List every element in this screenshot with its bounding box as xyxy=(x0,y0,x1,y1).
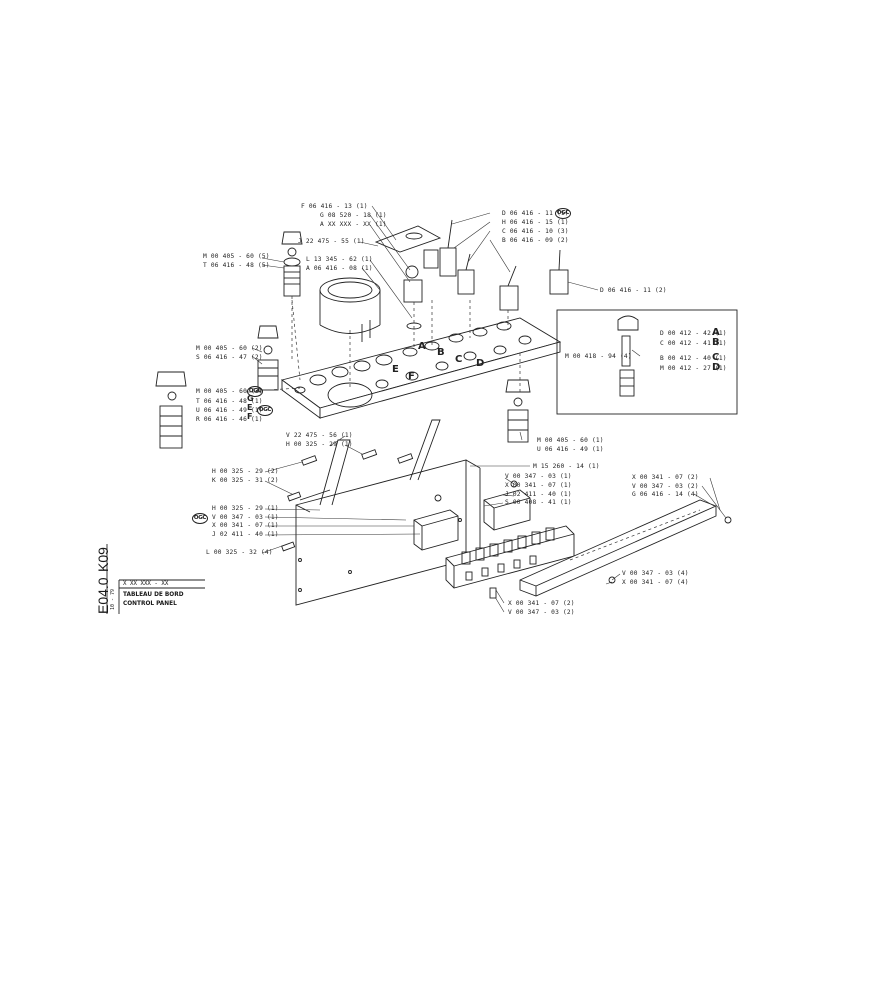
control-panel-plate xyxy=(280,317,562,419)
label-x00-341-07-c: X 00 341 - 07 (2) xyxy=(632,474,699,481)
label-d06-416-11-2: D 06 416 - 11 (2) xyxy=(600,287,667,294)
inset-letter-b: B xyxy=(712,337,720,348)
relay-left xyxy=(413,509,459,551)
label-f06-416-13: F 06 416 - 13 (1) xyxy=(301,203,368,210)
title-block: K09 E04.0 10 - 79 X XX XXX - XX TABLEAU … xyxy=(95,544,205,614)
toggle-switches xyxy=(423,219,569,330)
label-j02-411-40-a: J 02 411 - 40 (1) xyxy=(212,531,279,538)
label-v00-347-03-c: V 00 347 - 03 (2) xyxy=(632,483,699,490)
gauge-cylinder xyxy=(319,277,381,342)
board-letter-f2: F xyxy=(247,412,253,421)
label-l00-325-32: L 00 325 - 32 (4) xyxy=(206,549,273,556)
label-v00-347-03-d: V 00 347 - 03 (4) xyxy=(622,570,689,577)
label-u06-416-49: U 06 416 - 49 (1) xyxy=(196,407,263,414)
revision-date: 10 - 79 xyxy=(110,588,116,610)
label-r06-416-46: R 06 416 - 46 (1) xyxy=(196,416,263,423)
label-s06-416-47: S 06 416 - 47 (2) xyxy=(196,354,263,361)
ogc-mark: OGC xyxy=(257,405,273,416)
board-letter-b: B xyxy=(437,347,445,358)
label-x00-341-07-d: X 00 341 - 07 (4) xyxy=(622,579,689,586)
lower-bracket-panel xyxy=(295,419,481,606)
label-x00-341-07-a: X 00 341 - 07 (1) xyxy=(212,522,279,529)
inset-letter-d: D xyxy=(712,362,721,373)
label-t06-416-48-1: T 06 416 - 48 (1) xyxy=(196,398,263,405)
board-letter-a: A xyxy=(418,341,426,352)
indicator-lamp-right xyxy=(505,379,531,443)
label-m00-405-60-1: M 00 405 - 60 (1) xyxy=(537,437,604,444)
key-switch xyxy=(374,225,442,350)
warning-lamp-left xyxy=(155,371,187,449)
label-axx: A XX XXX - XX (1) xyxy=(320,221,387,228)
label-s00-408-41: S 00 408 - 41 (1) xyxy=(505,499,572,506)
label-c00-412-41: C 00 412 - 41 (1) xyxy=(660,340,727,347)
label-m15-260-14: M 15 260 - 14 (1) xyxy=(533,463,600,470)
label-b00-412-40: B 00 412 - 40 (1) xyxy=(660,355,727,362)
title-english: CONTROL PANEL xyxy=(123,601,177,607)
label-m00-405-60-5: M 00 405 - 60 (5) xyxy=(203,253,270,260)
section-code: K09 xyxy=(95,547,111,572)
label-d06-416-11-1: D 06 416 - 11 (1) xyxy=(502,210,569,217)
label-h00-325-29-c: H 00 325 - 29 (1) xyxy=(212,505,279,512)
label-v00-347-03-a: V 00 347 - 03 (1) xyxy=(212,514,279,521)
screws xyxy=(281,449,518,599)
label-u06-416-49-b: U 06 416 - 49 (1) xyxy=(537,446,604,453)
label-x00-341-07-e: X 00 341 - 07 (2) xyxy=(508,600,575,607)
label-a06-416-08: A 06 416 - 08 (1) xyxy=(306,265,373,272)
ogc-mark: OGC xyxy=(192,513,208,524)
label-h00-325-29-2: H 00 325 - 29 (2) xyxy=(212,468,279,475)
leader-lines xyxy=(246,205,727,613)
label-v00-347-03-e: V 00 347 - 03 (2) xyxy=(508,609,575,616)
title-french: TABLEAU DE BORD xyxy=(123,592,184,598)
part-number: X XX XXX - XX xyxy=(123,581,169,587)
inset-letter-c: C xyxy=(712,352,720,363)
fuse-holder-strip xyxy=(519,499,732,597)
board-letter-e2: E xyxy=(247,403,253,412)
warning-lamp-mid xyxy=(257,325,279,391)
board-letter-d: D xyxy=(476,358,485,369)
label-v00-347-03-b: V 00 347 - 03 (1) xyxy=(505,473,572,480)
label-g06-416-14: G 06 416 - 14 (4) xyxy=(632,491,699,498)
label-m00-418-94: M 00 418 - 94 (4) xyxy=(565,353,632,360)
label-h00-325-29-a: H 00 325 - 29 (1) xyxy=(286,441,353,448)
label-m00-412-27: M 00 412 - 27 (1) xyxy=(660,365,727,372)
label-x00-341-07-b: X 00 341 - 07 (1) xyxy=(505,482,572,489)
label-g08-520-18: G 08 520 - 18 (1) xyxy=(320,212,387,219)
label-l13-345-62: L 13 345 - 62 (1) xyxy=(306,256,373,263)
label-d00-412-42: D 00 412 - 42 (1) xyxy=(660,330,727,337)
ogc-mark: OGC xyxy=(555,208,571,219)
label-m00-405-60-3: M 00 405 - 60 (3) xyxy=(196,388,263,395)
label-m00-405-60-2: M 00 405 - 60 (2) xyxy=(196,345,263,352)
ogc-mark: OGC xyxy=(247,386,263,397)
label-b06-416-09: B 06 416 - 09 (2) xyxy=(502,237,569,244)
label-v22-475-56: V 22 475 - 56 (1) xyxy=(286,432,353,439)
label-j22-475-55: J 22 475 - 55 (1) xyxy=(298,238,365,245)
board-letter-c: C xyxy=(455,354,463,365)
relay-right xyxy=(483,489,531,531)
label-h06-416-15: H 06 416 - 15 (1) xyxy=(502,219,569,226)
board-letter-f: F xyxy=(408,371,415,382)
inset-letter-a: A xyxy=(712,327,720,338)
label-k00-325-31: K 00 325 - 31 (2) xyxy=(212,477,279,484)
page-code: E04.0 xyxy=(95,577,111,614)
label-c06-416-10: C 06 416 - 10 (3) xyxy=(502,228,569,235)
board-letter-g: G xyxy=(247,394,254,403)
label-j02-411-40-b: J 02 411 - 40 (1) xyxy=(505,491,572,498)
label-t06-416-48-5: T 06 416 - 48 (5) xyxy=(203,262,270,269)
inset-box xyxy=(556,309,738,415)
warning-lamp-top xyxy=(281,231,303,360)
board-letter-e: E xyxy=(392,364,399,375)
